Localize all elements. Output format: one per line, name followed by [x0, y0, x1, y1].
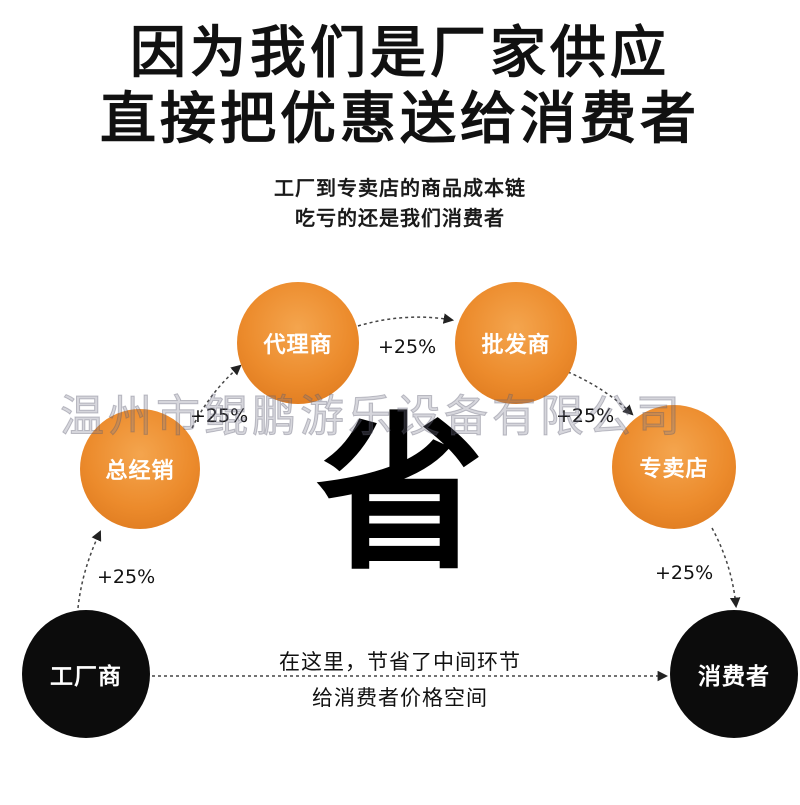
node-wholesaler: 批发商 [455, 282, 577, 404]
node-consumer: 消费者 [670, 610, 798, 738]
node-store: 专卖店 [612, 405, 736, 529]
headline-line-1: 因为我们是厂家供应 [130, 21, 670, 86]
arrow-agent-to-wholesaler [357, 313, 455, 327]
node-factory: 工厂商 [22, 610, 150, 738]
savings-note-line-2: 给消费者价格空间 [312, 686, 488, 710]
headline-line-2: 直接把优惠送给消费者 [100, 87, 700, 152]
arrow-store-to-consumer [711, 527, 741, 609]
arrow-distributor-to-agent [191, 364, 242, 429]
markup-label-3: +25% [378, 336, 437, 358]
markup-label-5: +25% [655, 562, 714, 584]
subheadline-line-2: 吃亏的还是我们消费者 [295, 206, 505, 230]
markup-label-1: +25% [97, 566, 156, 588]
savings-note-line-1: 在这里，节省了中间环节 [279, 650, 521, 674]
subheadline-line-1: 工厂到专卖店的商品成本链 [274, 176, 526, 200]
arrow-wholesaler-to-store [567, 371, 634, 416]
arrow-factory-to-distributor [77, 530, 102, 609]
markup-label-4: +25% [556, 405, 615, 427]
markup-label-2: +25% [190, 405, 249, 427]
company-watermark: 温州市鲲鹏游乐设备有限公司 [60, 391, 684, 443]
center-save-character: 省 [316, 397, 484, 593]
node-distributor: 总经销 [80, 409, 200, 529]
node-agent: 代理商 [237, 282, 359, 404]
